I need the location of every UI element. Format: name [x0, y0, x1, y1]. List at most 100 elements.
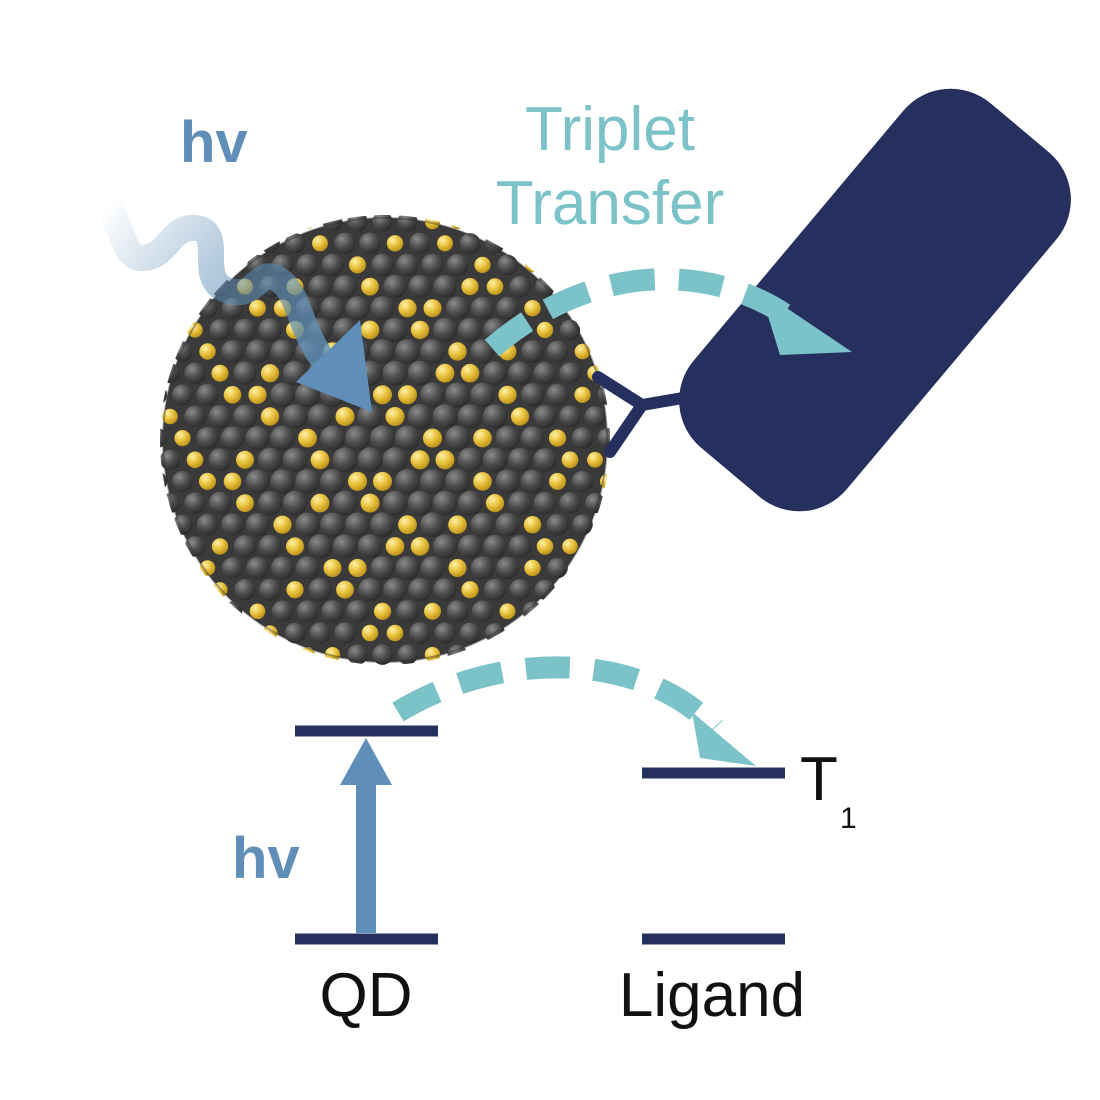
qd-atom-dark [370, 425, 395, 451]
qd-atom-dark [432, 534, 458, 559]
qd-atom-gold [349, 256, 366, 274]
qd-atom-gold [248, 385, 267, 404]
qd-atom-dark [196, 426, 219, 450]
qd-atom-dark [295, 556, 320, 580]
photon-arrow-top [95, 195, 372, 412]
qd-atom-dark [457, 404, 483, 429]
qd-atom-gold [360, 493, 380, 513]
qd-atom-dark [432, 490, 458, 516]
qd-atom-dark [346, 600, 369, 623]
qd-atom-dark [432, 317, 458, 342]
qd-atom-dark [370, 296, 395, 321]
qd-atom-dark [245, 339, 270, 364]
qd-atom-dark [495, 512, 520, 537]
qd-atom-dark [395, 468, 420, 494]
t1-label: T [800, 745, 838, 814]
qd-atom-gold [398, 385, 417, 405]
qd-atom-dark [457, 490, 483, 516]
qd-atom-gold [223, 472, 242, 491]
qd-atom-dark [482, 447, 508, 472]
triplet-arrowhead-bottom [692, 712, 756, 766]
qd-atom-gold [398, 515, 417, 535]
qd-atom-dark [509, 276, 531, 298]
qd-atom-dark [372, 644, 393, 665]
qd-atom-dark [533, 405, 557, 428]
qd-atom-dark [333, 275, 357, 299]
qd-atom-dark [270, 382, 295, 407]
qd-atom-dark [420, 512, 445, 537]
qd-atom-dark [521, 340, 544, 363]
qd-atom-dark [345, 512, 370, 537]
qd-atom-dark [470, 556, 495, 580]
qd-atom-gold [211, 538, 229, 555]
qd-atom-dark [359, 232, 381, 255]
qd-atom-gold [312, 235, 328, 252]
qd-atom-dark [509, 579, 531, 601]
qd-atom-dark [370, 339, 395, 364]
qd-atom-gold [273, 515, 292, 534]
qd-atom-dark [497, 254, 518, 276]
qd-atom-gold [450, 215, 465, 230]
qd-atom-gold [423, 299, 442, 318]
qd-atom-dark [471, 600, 494, 623]
qd-atom-dark [508, 361, 532, 385]
qd-atom-dark [245, 426, 270, 451]
qd-atom-dark [496, 556, 519, 580]
qd-atom-gold [448, 342, 467, 361]
qd-atom-dark [397, 215, 418, 232]
qd-atom-dark [508, 491, 532, 515]
qd-atom-dark [271, 556, 294, 580]
qd-atom-dark [296, 254, 319, 276]
qd-atom-dark [409, 232, 431, 254]
qd-atom-dark [196, 513, 219, 536]
qd-atom-dark [395, 556, 420, 580]
qd-atom-dark [172, 341, 193, 362]
qd-atom-gold [574, 386, 591, 403]
qd-atom-dark [307, 404, 333, 429]
qd-atom-gold [298, 428, 317, 448]
qd-atom-dark [520, 426, 545, 450]
qd-atom-dark [222, 601, 243, 622]
qd-atom-gold [474, 256, 491, 273]
qd-atom-gold [562, 538, 578, 555]
qd-atom-gold [260, 364, 280, 383]
qd-atom-dark [382, 490, 408, 516]
qd-atom-dark [308, 578, 332, 602]
qd-atom-dark [483, 361, 507, 386]
qd-atom-dark [584, 406, 606, 427]
qd-atom-dark [295, 512, 320, 537]
qd-atom-gold [473, 428, 492, 448]
qd-atom-dark [546, 513, 569, 536]
qd-atom-gold [211, 364, 229, 382]
qd-atom-gold [561, 451, 579, 469]
qd-atom-dark [160, 428, 168, 448]
qd-atom-dark [270, 469, 295, 494]
qd-atom-gold [199, 343, 216, 360]
qd-atom-dark [246, 556, 269, 580]
qd-atom-gold [587, 451, 603, 468]
qd-atom-gold [260, 407, 280, 426]
qd-atom-dark [295, 469, 320, 494]
qd-atom-dark [284, 622, 306, 644]
ligand-molecule [592, 88, 1071, 512]
qd-atom-gold [424, 602, 441, 620]
qd-atom-dark [184, 536, 206, 557]
qd-atom-dark [320, 469, 345, 494]
qd-atom-dark [407, 404, 433, 429]
qd-atom-gold [424, 646, 441, 663]
qd-atom-dark [382, 447, 408, 473]
qd-atom-gold [435, 363, 455, 383]
qd-atom-dark [445, 469, 470, 494]
qd-atom-dark [508, 535, 532, 558]
qd-atom-dark [483, 534, 507, 559]
qd-atom-dark [571, 427, 594, 449]
qd-atom-dark [332, 447, 358, 473]
qd-atom-dark [407, 490, 433, 516]
qd-atom-gold [448, 515, 467, 534]
qd-atom-dark [208, 448, 232, 472]
qd-atom-gold [485, 494, 505, 513]
qd-atom-gold [398, 299, 417, 318]
qd-atom-dark [282, 404, 308, 429]
qd-atom-dark [408, 275, 432, 299]
qd-atom-dark [459, 233, 481, 254]
